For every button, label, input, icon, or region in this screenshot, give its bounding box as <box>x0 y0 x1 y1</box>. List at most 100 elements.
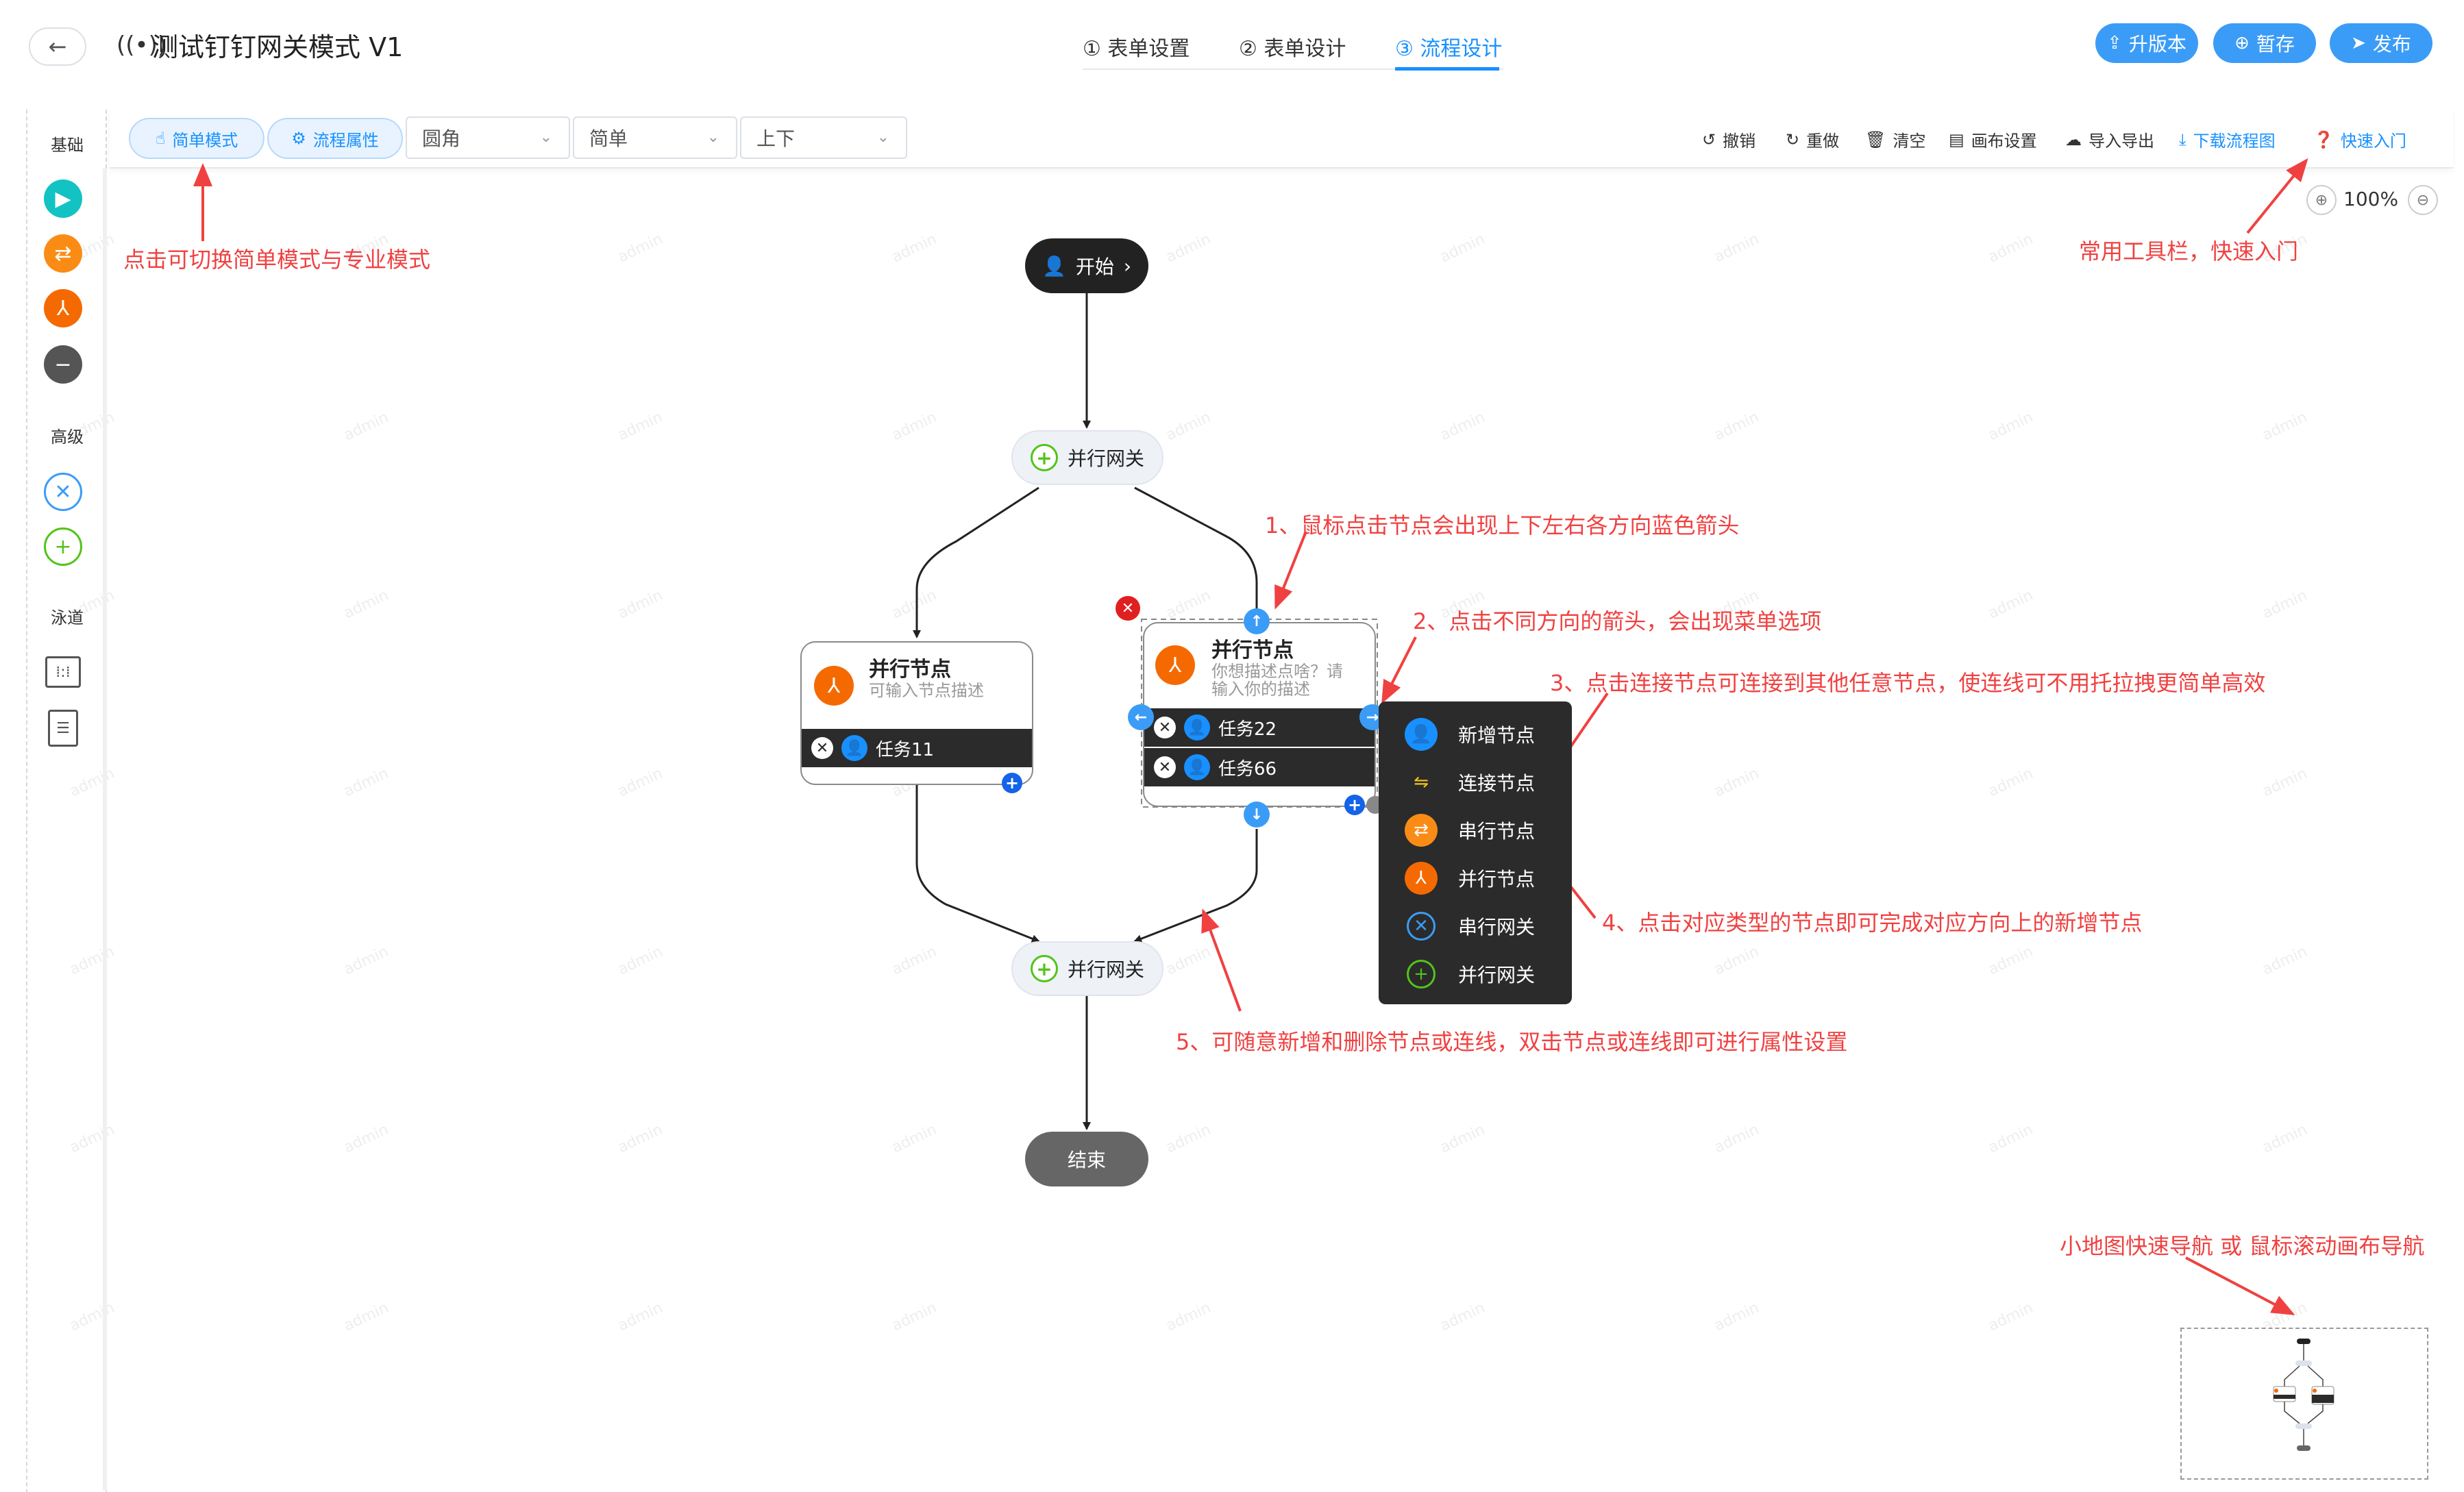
upload-icon: ⇪ <box>2107 33 2122 53</box>
serial-node-icon: ⇄ <box>1405 814 1438 847</box>
annotation-tip-4: 4、点击对应类型的节点即可完成对应方向上的新增节点 <box>1602 910 2143 936</box>
cloud-icon: ☁ <box>2065 129 2082 149</box>
clear-button[interactable]: 🗑 清空 <box>1865 127 1925 151</box>
delete-node-icon[interactable]: ✕ <box>1116 596 1140 621</box>
simple-mode-button[interactable]: ☝ 简单模式 <box>129 118 264 159</box>
redo-button[interactable]: ↻重做 <box>1786 127 1839 151</box>
tab-form-settings[interactable]: ① 表单设置 <box>1083 37 1190 61</box>
parallel-node-icon: ⅄ <box>1155 645 1195 685</box>
parallel-gateway-icon: + <box>1407 960 1436 989</box>
remove-task-icon[interactable]: ✕ <box>811 737 833 759</box>
parallel-gateway-icon: + <box>1030 444 1058 471</box>
arrow-down-handle[interactable]: ↓ <box>1244 801 1270 828</box>
zoom-in-icon[interactable]: ⊕ <box>2306 185 2337 215</box>
chevron-down-icon: ⌄ <box>539 129 552 146</box>
parallel-gateway-icon: + <box>1030 955 1058 982</box>
node-description: 可输入节点描述 <box>869 681 984 700</box>
tabs-underline <box>1083 69 1503 70</box>
parallel-gateway-top[interactable]: + 并行网关 <box>1011 430 1163 485</box>
minimap[interactable] <box>2180 1328 2428 1480</box>
annotation-mode-switch: 点击可切换简单模式与专业模式 <box>123 247 431 273</box>
task-label: 任务66 <box>1218 758 1277 780</box>
line-style-value: 简单 <box>589 127 628 150</box>
parallel-gateway-icon[interactable]: + <box>44 527 82 566</box>
direction-select[interactable]: 上下⌄ <box>740 116 907 159</box>
menu-label: 并行网关 <box>1458 964 1536 986</box>
start-label: 开始 <box>1075 256 1114 278</box>
download-diagram-label: 下载流程图 <box>2193 132 2276 151</box>
add-task-button[interactable]: + <box>1002 773 1022 793</box>
canvas-settings-button[interactable]: ▤画布设置 <box>1949 127 2037 151</box>
remove-task-icon[interactable]: ✕ <box>1154 756 1176 778</box>
menu-label: 串行网关 <box>1458 916 1536 938</box>
menu-label: 并行节点 <box>1458 868 1536 891</box>
arrow-up-handle[interactable]: ↑ <box>1244 608 1270 634</box>
menu-item-serial-gateway[interactable]: ✕ 串行网关 <box>1405 907 1569 945</box>
serial-node-icon[interactable]: ⇄ <box>44 234 82 273</box>
add-user-node-icon: 👤 <box>1405 718 1438 751</box>
annotation-tip-2: 2、点击不同方向的箭头，会出现菜单选项 <box>1413 608 1822 634</box>
menu-item-parallel-node[interactable]: ⅄ 并行节点 <box>1405 859 1569 897</box>
annotation-tip-3: 3、点击连接节点可连接到其他任意节点，使连线可不用托拉拽更简单高效 <box>1550 670 2266 696</box>
simple-mode-label: 简单模式 <box>172 130 238 150</box>
hand-pointer-icon: ☝ <box>155 129 166 148</box>
download-diagram-button[interactable]: ⤓下载流程图 <box>2179 127 2276 151</box>
serial-gateway-icon[interactable]: ✕ <box>44 473 82 511</box>
gateway-top-label: 并行网关 <box>1067 447 1144 470</box>
node-context-menu <box>1379 701 1572 1004</box>
user-avatar-icon: 👤 <box>1184 714 1210 741</box>
tab-form-design[interactable]: ② 表单设计 <box>1239 37 1346 61</box>
tab-flow-design[interactable]: ③ 流程设计 <box>1395 37 1503 61</box>
minimap-preview <box>2273 1339 2334 1451</box>
menu-item-serial-node[interactable]: ⇄ 串行节点 <box>1405 811 1569 849</box>
task-label: 任务22 <box>1218 719 1277 740</box>
remove-task-icon[interactable]: ✕ <box>1154 717 1176 738</box>
add-task-button[interactable]: + <box>1344 795 1365 815</box>
menu-item-parallel-gateway[interactable]: + 并行网关 <box>1405 955 1569 993</box>
redo-icon: ↻ <box>1786 129 1800 149</box>
parallel-gateway-bottom[interactable]: + 并行网关 <box>1011 941 1163 996</box>
task-row[interactable]: ✕ 👤 任务66 <box>1144 748 1375 786</box>
horizontal-lane-icon[interactable]: ⁞:⁞ <box>45 656 81 688</box>
task-row[interactable]: ✕ 👤 任务11 <box>802 729 1032 767</box>
vertical-lane-icon[interactable]: ☰ <box>48 710 78 747</box>
trash-icon: 🗑 <box>1865 129 1886 149</box>
undo-button[interactable]: ↺撤销 <box>1702 127 1755 151</box>
parallel-node-icon[interactable]: ⅄ <box>44 289 82 327</box>
menu-item-add-node[interactable]: 👤 新增节点 <box>1405 715 1569 754</box>
end-node[interactable]: 结束 <box>1025 1132 1148 1186</box>
corner-style-select[interactable]: 圆角 ⌄ <box>406 116 570 159</box>
chevron-down-icon: ⌄ <box>706 129 719 146</box>
quick-start-button[interactable]: ❓快速入门 <box>2313 127 2406 151</box>
clear-label: 清空 <box>1893 132 1926 151</box>
arrow-left-handle[interactable]: ← <box>1128 704 1154 730</box>
publish-button[interactable]: ➤发布 <box>2330 23 2432 63</box>
flow-properties-button[interactable]: ⚙流程属性 <box>267 118 403 159</box>
line-style-select[interactable]: 简单 ⌄ <box>573 116 737 159</box>
node-title: 并行节点 <box>869 658 951 682</box>
zoom-out-icon[interactable]: ⊖ <box>2408 185 2438 215</box>
upgrade-version-button[interactable]: ⇪ 升版本 <box>2095 23 2198 63</box>
menu-item-connect-node[interactable]: ⇋ 连接节点 <box>1405 763 1569 801</box>
end-label: 结束 <box>1067 1149 1106 1171</box>
connect-node-icon: ⇋ <box>1414 772 1429 793</box>
broadcast-icon: ((•)) <box>116 32 167 59</box>
save-draft-button[interactable]: ⊕暂存 <box>2213 23 2316 63</box>
serial-gateway-icon: ✕ <box>1407 912 1436 941</box>
corner-style-value: 圆角 <box>422 127 461 150</box>
page-title: 测试钉钉网关模式 V1 <box>152 32 404 62</box>
start-node[interactable]: 👤 开始 › <box>1025 238 1148 293</box>
save-icon: ⊕ <box>2234 33 2250 53</box>
menu-label: 连接节点 <box>1458 772 1536 795</box>
send-icon: ➤ <box>2351 33 2366 53</box>
task-row[interactable]: ✕ 👤 任务22 <box>1144 708 1375 747</box>
start-play-icon[interactable]: ▶ <box>44 179 82 218</box>
end-minus-icon[interactable]: − <box>44 345 82 384</box>
flow-props-label: 流程属性 <box>312 130 379 150</box>
user-avatar-icon: 👤 <box>841 735 867 761</box>
import-export-button[interactable]: ☁导入导出 <box>2065 127 2154 151</box>
menu-label: 串行节点 <box>1458 820 1536 843</box>
upgrade-label: 升版本 <box>2128 33 2186 55</box>
back-button[interactable]: ← <box>29 27 86 66</box>
chevron-down-icon: ⌄ <box>876 129 889 146</box>
